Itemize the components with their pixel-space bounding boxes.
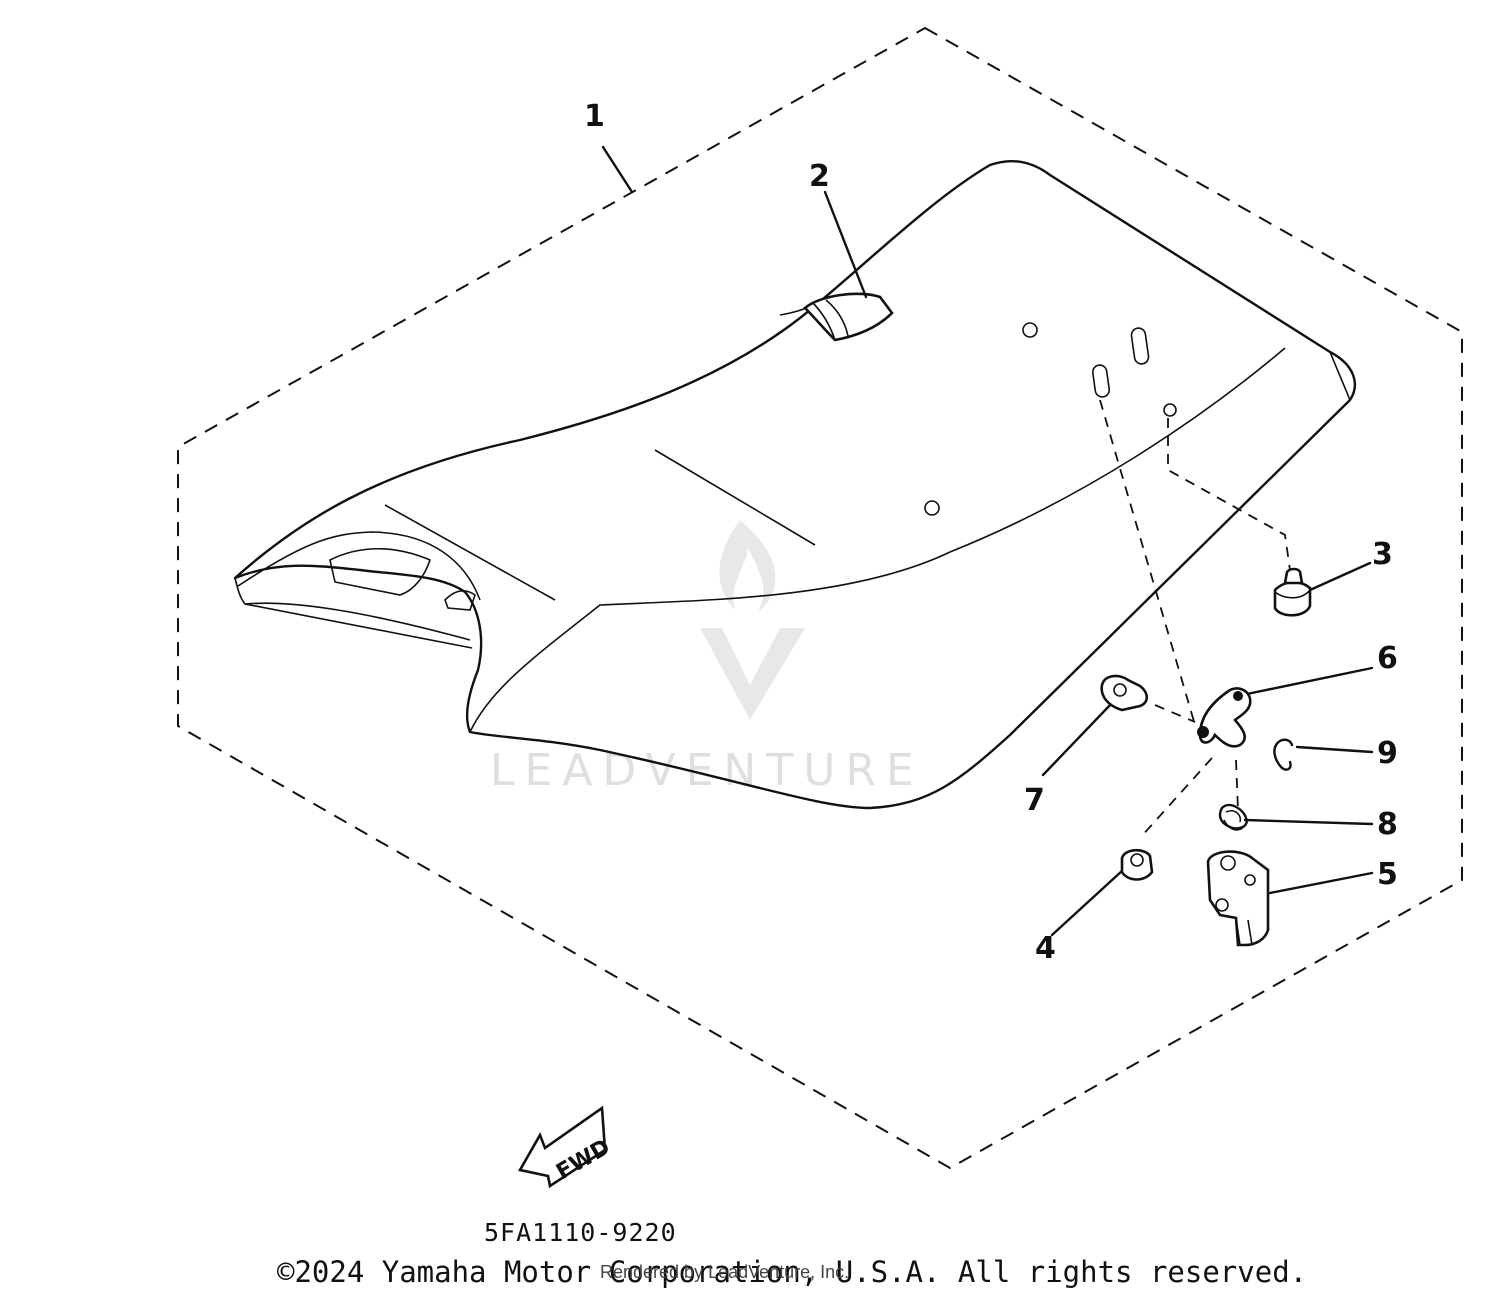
clip-part (1273, 738, 1294, 771)
lock-assembly-part (1206, 850, 1270, 947)
damper-part (1273, 567, 1312, 617)
callout-8: 8 (1377, 807, 1398, 842)
assembly-boundary (177, 26, 1463, 1170)
forward-arrow[interactable]: FWD (517, 1105, 615, 1189)
spring-part (1218, 803, 1248, 831)
leader-lines (601, 145, 1374, 937)
grommet-part (1100, 674, 1149, 712)
copyright-notice: ©2024 Yamaha Motor Corporation, U.S.A. A… (277, 1255, 1308, 1289)
callout-labels: 1 2 3 4 5 6 7 8 9 (584, 99, 1398, 966)
watermark-text: LEADVENTURE (490, 745, 924, 796)
callout-6: 6 (1377, 641, 1398, 676)
seat-assembly (233, 159, 1357, 810)
rendered-by-overlay: Rendered by LeadVenture, Inc. (600, 1262, 850, 1282)
callout-7: 7 (1024, 783, 1045, 818)
seat-strap (803, 292, 894, 342)
nut-part (1120, 848, 1154, 881)
callout-4: 4 (1035, 931, 1056, 966)
diagram-code: 5FA1110-9220 (484, 1218, 677, 1247)
callout-5: 5 (1377, 857, 1398, 892)
leadventure-watermark: LEADVENTURE (490, 520, 924, 796)
callout-2: 2 (809, 159, 830, 194)
hook-part (1197, 687, 1252, 748)
callout-3: 3 (1372, 537, 1393, 572)
callout-9: 9 (1377, 736, 1398, 771)
callout-1: 1 (584, 99, 605, 134)
